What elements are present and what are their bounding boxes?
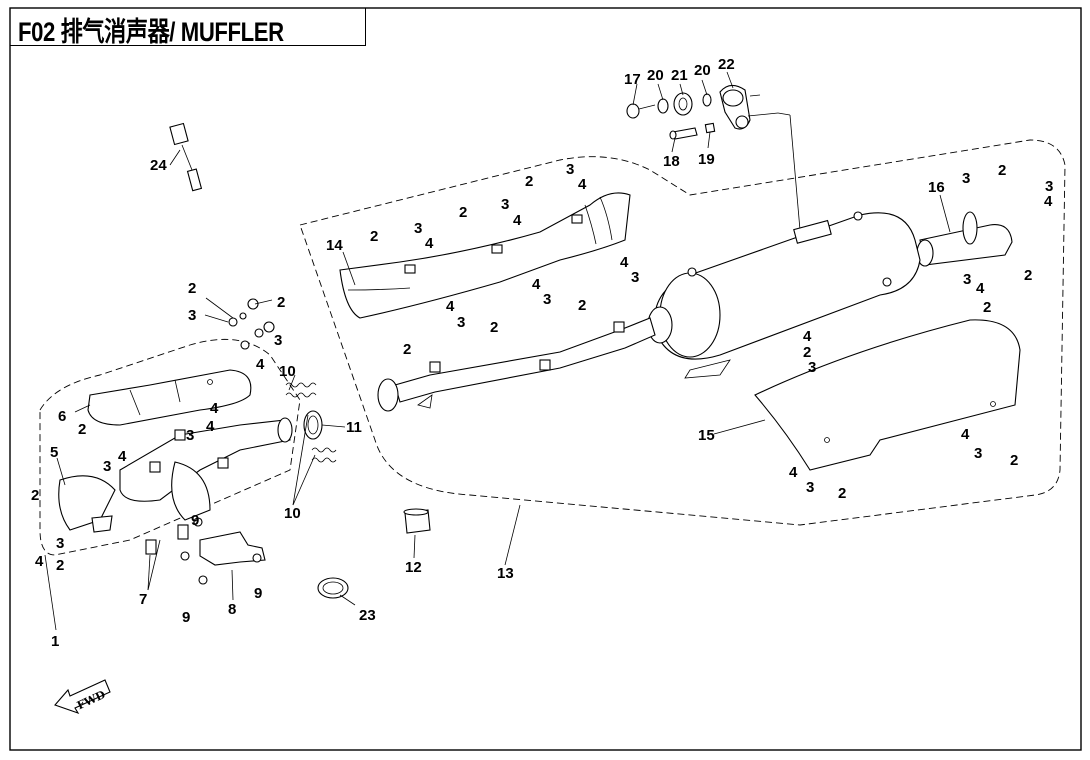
mount-bracket-part [199, 531, 266, 566]
callout-fastener: 3 [103, 458, 111, 475]
callout-fastener: 2 [370, 228, 378, 245]
top-hardware-cluster [626, 84, 801, 231]
callout-fastener: 4 [206, 418, 215, 435]
callout-fastener: 3 [457, 314, 465, 331]
page-title: F02 排气消声器/ MUFFLER [18, 17, 284, 47]
callout-fastener: 4 [976, 280, 985, 297]
rear-assembly-outline [299, 139, 1066, 526]
callout-11: 11 [346, 419, 362, 436]
callout-fastener: 2 [803, 344, 811, 361]
callout-fastener: 3 [188, 307, 196, 324]
callout-12: 12 [405, 559, 422, 576]
callout-fastener: 3 [806, 479, 814, 496]
callout-fastener: 3 [543, 291, 551, 308]
callout-fastener: 2 [525, 173, 533, 190]
callout-fastener: 3 [414, 220, 422, 237]
rear-heat-shield-part [339, 192, 631, 319]
callout-20: 20 [647, 67, 664, 84]
bracket-small-part [91, 515, 113, 533]
callout-13: 13 [497, 565, 514, 582]
callout-labels: 24 17 20 21 20 22 18 19 16 14 15 13 12 1… [31, 56, 1053, 650]
callout-23: 23 [359, 607, 376, 624]
callout-fastener: 4 [446, 298, 455, 315]
muffler-body-part [647, 211, 921, 379]
callout-24: 24 [150, 157, 167, 174]
callout-20: 20 [694, 62, 711, 79]
callout-fastener: 4 [789, 464, 798, 481]
callout-9: 9 [191, 512, 199, 529]
callout-fastener: 4 [256, 356, 265, 373]
callout-fastener: 3 [962, 170, 970, 187]
callout-6: 6 [58, 408, 66, 425]
callout-fastener: 3 [186, 427, 194, 444]
callout-9: 9 [182, 609, 190, 626]
callout-fastener: 2 [277, 294, 285, 311]
callout-fastener: 4 [118, 448, 127, 465]
leader-lines [44, 71, 951, 631]
callout-fastener: 4 [620, 254, 629, 271]
callout-fastener: 2 [983, 299, 991, 316]
callout-fastener: 3 [566, 161, 574, 178]
callout-fastener: 4 [425, 235, 434, 252]
callout-21: 21 [671, 67, 688, 84]
lower-heat-shield-part [754, 319, 1021, 471]
callout-fastener: 2 [578, 297, 586, 314]
fwd-arrow-icon: FWD [54, 679, 111, 715]
callout-10: 10 [284, 505, 301, 522]
callout-fastener: 4 [961, 426, 970, 443]
callout-fastener: 2 [1010, 452, 1018, 469]
middle-pipe-part [377, 317, 656, 412]
callout-7: 7 [139, 591, 147, 608]
title-frame [10, 8, 366, 46]
callout-9: 9 [254, 585, 262, 602]
header-pipe-part [119, 417, 293, 521]
callout-fastener: 4 [532, 276, 541, 293]
callout-fastener: 3 [963, 271, 971, 288]
callout-fastener: 2 [459, 204, 467, 221]
fastener-cluster-front [228, 298, 275, 350]
page-border [9, 7, 1082, 751]
callout-fastener: 4 [578, 176, 587, 193]
callout-fastener: 2 [998, 162, 1006, 179]
callout-fastener: 3 [631, 269, 639, 286]
callout-fastener: 4 [210, 400, 219, 417]
callout-fastener: 3 [501, 196, 509, 213]
callout-10: 10 [279, 363, 296, 380]
callout-19: 19 [698, 151, 715, 168]
tail-pipe-part [916, 211, 1013, 267]
callout-1: 1 [51, 633, 59, 650]
callout-fastener: 2 [188, 280, 196, 297]
callout-fastener: 2 [31, 487, 39, 504]
callout-8: 8 [228, 601, 236, 618]
callout-14: 14 [326, 237, 343, 254]
callout-fastener: 2 [403, 341, 411, 358]
callout-fastener: 3 [974, 445, 982, 462]
callout-fastener: 2 [1024, 267, 1032, 284]
callout-fastener: 4 [35, 553, 44, 570]
callout-fastener: 2 [56, 557, 64, 574]
callout-17: 17 [624, 71, 641, 88]
callout-fastener: 2 [78, 421, 86, 438]
o2-sensor-part [169, 122, 203, 192]
callout-5: 5 [50, 444, 58, 461]
front-heat-shield-part [87, 369, 252, 426]
callout-fastener: 4 [803, 328, 812, 345]
callout-fastener: 3 [56, 535, 64, 552]
callout-fastener: 2 [838, 485, 846, 502]
seal-ring-part [317, 577, 349, 599]
callout-fastener: 3 [1045, 178, 1053, 195]
callout-fastener: 3 [808, 359, 816, 376]
callout-fastener: 4 [1044, 193, 1053, 210]
callout-fastener: 4 [513, 212, 522, 229]
stud-part [145, 539, 157, 555]
callout-fastener: 3 [274, 332, 282, 349]
callout-22: 22 [718, 56, 735, 73]
callout-18: 18 [663, 153, 680, 170]
callout-15: 15 [698, 427, 715, 444]
callout-16: 16 [928, 179, 945, 196]
callout-fastener: 2 [490, 319, 498, 336]
